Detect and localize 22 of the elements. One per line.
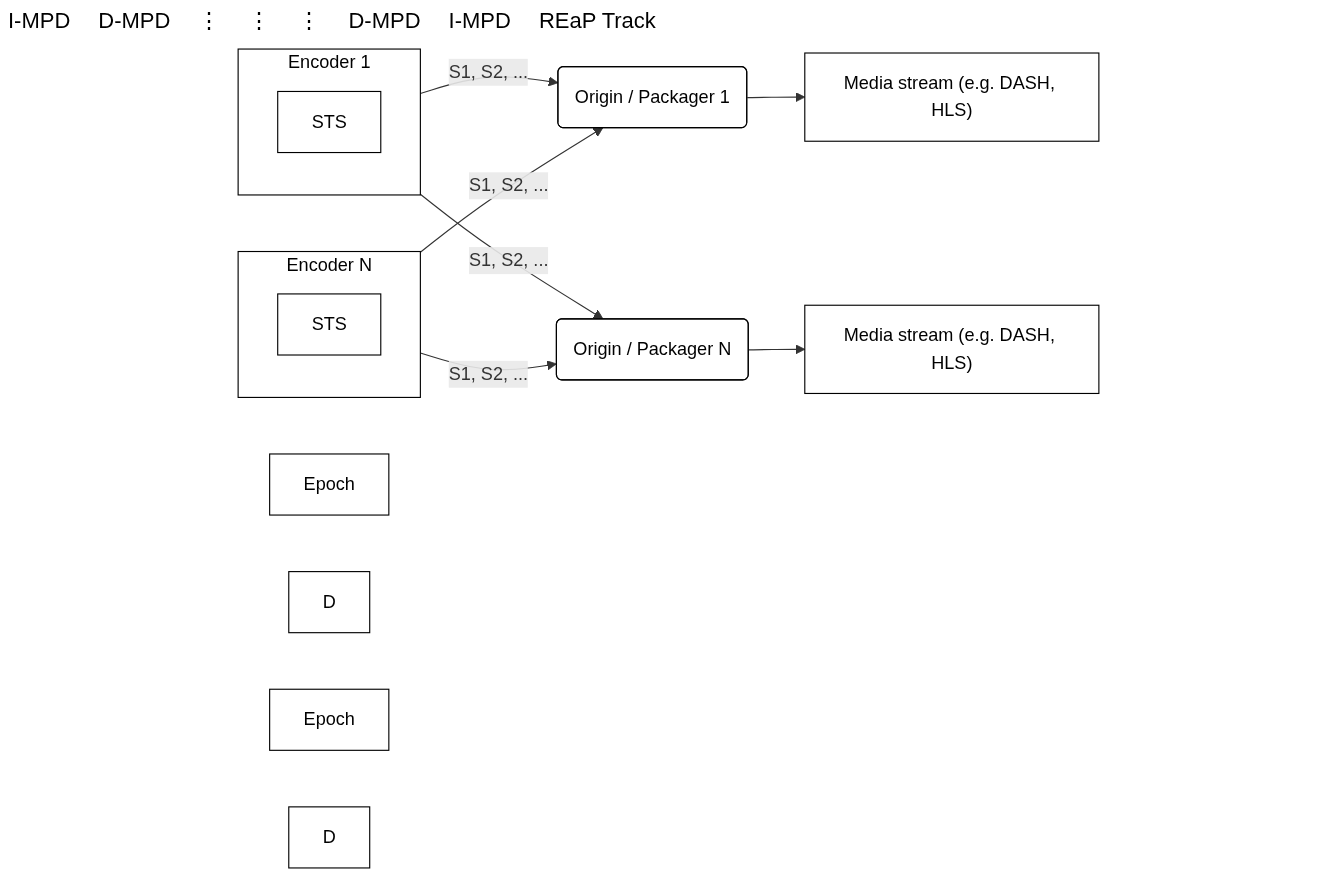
node-box: D [288,571,371,634]
node-box: STS [277,293,382,356]
node-box: Media stream (e.g. DASH, HLS) [804,304,1100,395]
annotation-text: D-MPD [348,8,421,34]
node-box: STS [277,90,382,154]
annotation-text: REaP Track [538,8,656,34]
edge-label: S1, S2, ... [448,364,529,384]
annotation-text: I-MPD [448,8,511,34]
edge-label: S1, S2, ... [468,175,549,195]
annotation-text: ⋮ [298,8,321,34]
edge-label: S1, S2, ... [468,250,549,270]
annotation-text: I-MPD [8,8,71,34]
edge-label: S1, S2, ... [448,62,529,82]
annotation-text: ⋮ [198,8,221,34]
annotation-text: D-MPD [98,8,171,34]
node-box: Epoch [269,453,390,516]
node-box: D [288,806,371,869]
arrow [419,193,604,320]
arrow [419,127,604,253]
annotation-text: ⋮ [248,8,271,34]
node-box: Epoch [269,688,390,751]
node-box: Media stream (e.g. DASH, HLS) [804,52,1100,142]
